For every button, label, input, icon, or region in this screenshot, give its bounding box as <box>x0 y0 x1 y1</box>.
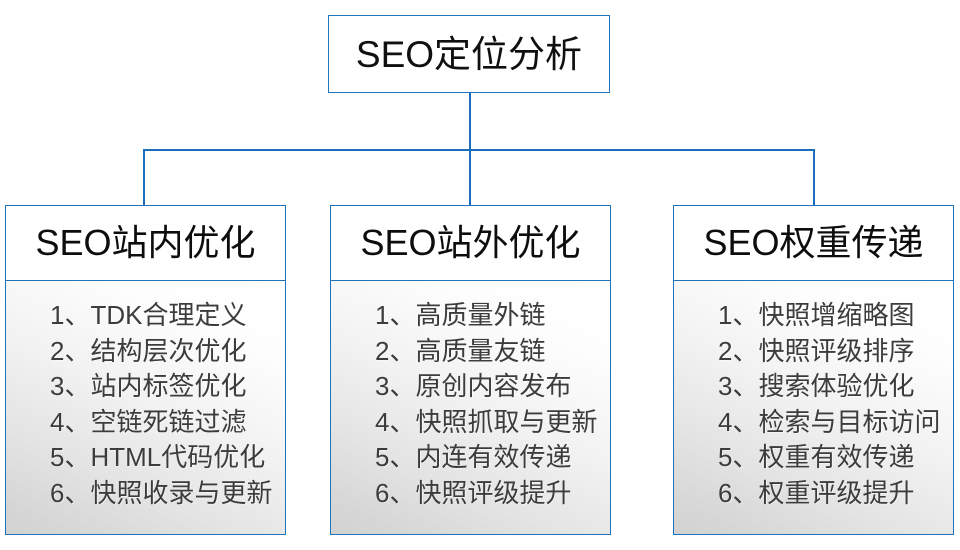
list-item: 2、快照评级排序 <box>718 335 915 366</box>
connector-drop-weight-transfer <box>813 149 815 206</box>
list-item: 5、HTML代码优化 <box>50 442 266 472</box>
list-item: 3、原创内容发布 <box>375 371 572 401</box>
list-item: 4、空链死链过滤 <box>50 406 247 437</box>
list-item: 3、站内标签优化 <box>50 371 247 401</box>
list-item: 4、快照抓取与更新 <box>375 406 598 437</box>
list-item: 2、结构层次优化 <box>50 335 247 366</box>
list-item: 6、快照收录与更新 <box>50 477 273 508</box>
branch-item-list: 1、TDK合理定义 2、结构层次优化 3、站内标签优化 4、空链死链过滤 5、H… <box>6 298 285 511</box>
branch-card-off-site[interactable]: SEO站外优化 1、高质量外链 2、高质量友链 3、原创内容发布 4、快照抓取与… <box>330 205 611 535</box>
list-item: 1、TDK合理定义 <box>50 300 247 330</box>
list-item: 6、权重评级提升 <box>718 477 915 508</box>
branch-body-on-site: 1、TDK合理定义 2、结构层次优化 3、站内标签优化 4、空链死链过滤 5、H… <box>5 280 286 535</box>
branch-header-on-site[interactable]: SEO站内优化 <box>5 205 286 281</box>
branch-item-list: 1、高质量外链 2、高质量友链 3、原创内容发布 4、快照抓取与更新 5、内连有… <box>331 298 610 511</box>
list-item: 1、高质量外链 <box>375 300 546 330</box>
branch-header-label: SEO权重传递 <box>703 222 924 263</box>
branch-item-list: 1、快照增缩略图 2、快照评级排序 3、搜索体验优化 4、检索与目标访问 5、权… <box>674 298 953 511</box>
branch-header-weight-transfer[interactable]: SEO权重传递 <box>673 205 954 281</box>
branch-header-label: SEO站内优化 <box>35 222 256 263</box>
connector-drop-off-site <box>469 149 471 206</box>
list-item: 1、快照增缩略图 <box>718 300 915 330</box>
list-item: 6、快照评级提升 <box>375 477 572 508</box>
branch-header-off-site[interactable]: SEO站外优化 <box>330 205 611 281</box>
list-item: 5、内连有效传递 <box>375 442 572 472</box>
branch-body-weight-transfer: 1、快照增缩略图 2、快照评级排序 3、搜索体验优化 4、检索与目标访问 5、权… <box>673 280 954 535</box>
root-node[interactable]: SEO定位分析 <box>328 15 610 93</box>
connector-drop-on-site <box>143 149 145 206</box>
list-item: 5、权重有效传递 <box>718 442 915 472</box>
list-item: 3、搜索体验优化 <box>718 371 915 401</box>
branch-body-off-site: 1、高质量外链 2、高质量友链 3、原创内容发布 4、快照抓取与更新 5、内连有… <box>330 280 611 535</box>
root-node-label: SEO定位分析 <box>355 33 583 75</box>
list-item: 4、检索与目标访问 <box>718 406 941 437</box>
connector-root-stem <box>469 93 471 151</box>
branch-card-weight-transfer[interactable]: SEO权重传递 1、快照增缩略图 2、快照评级排序 3、搜索体验优化 4、检索与… <box>673 205 954 535</box>
list-item: 2、高质量友链 <box>375 335 546 366</box>
branch-card-on-site[interactable]: SEO站内优化 1、TDK合理定义 2、结构层次优化 3、站内标签优化 4、空链… <box>5 205 286 535</box>
branch-header-label: SEO站外优化 <box>360 222 581 263</box>
connector-horizontal-bus <box>143 149 815 151</box>
